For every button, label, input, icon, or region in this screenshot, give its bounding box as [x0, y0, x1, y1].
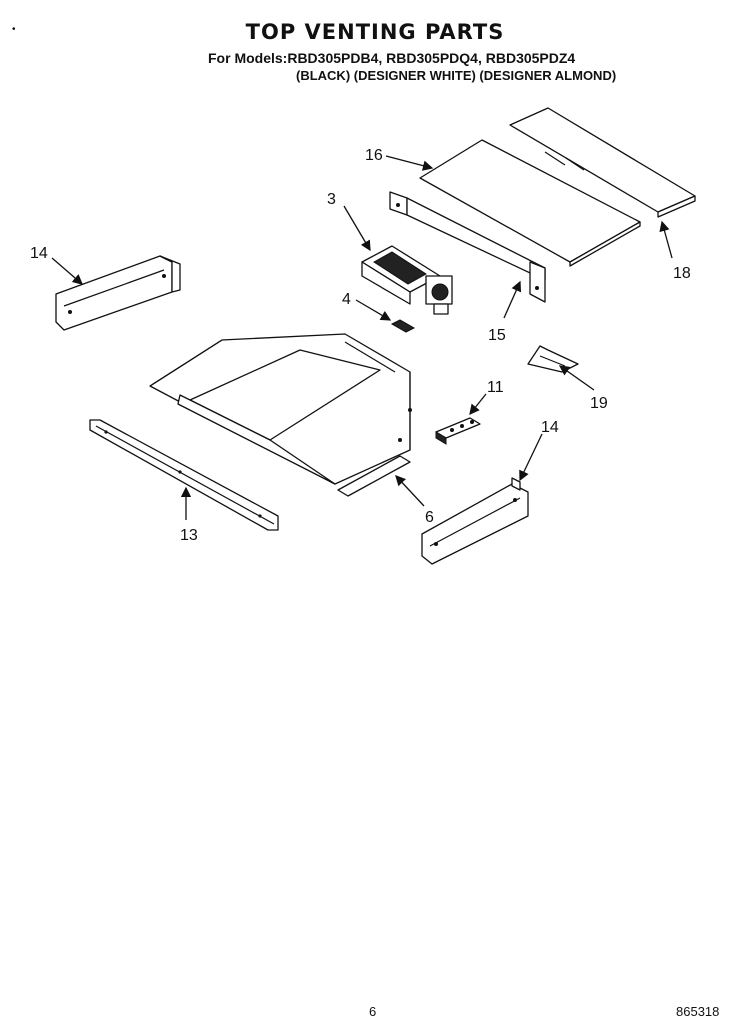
corner-mark: • — [12, 24, 16, 35]
callout-14-right: 14 — [541, 419, 559, 436]
part-4-fitting — [390, 319, 416, 333]
part-16-panel — [419, 139, 641, 267]
part-13-trim-rail — [89, 419, 279, 531]
document-code: 865318 — [676, 1004, 720, 1019]
callout-3: 3 — [327, 191, 336, 208]
callout-13: 13 — [180, 527, 198, 544]
callout-19: 19 — [590, 395, 608, 412]
leader-lines — [51, 155, 673, 520]
callout-11: 11 — [487, 379, 504, 396]
page-number: 6 — [369, 1004, 377, 1019]
part-15-channel — [389, 191, 546, 303]
part-3-blower-assembly — [361, 245, 453, 315]
colors-line: (BLACK) (DESIGNER WHITE) (DESIGNER ALMON… — [296, 68, 617, 83]
vent-hood-assembly — [149, 333, 412, 485]
callout-16: 16 — [365, 147, 383, 164]
callout-14-left: 14 — [30, 245, 48, 262]
part-14-right-bracket — [421, 477, 529, 565]
callout-15: 15 — [488, 327, 506, 344]
models-line: For Models:RBD305PDB4, RBD305PDQ4, RBD30… — [208, 50, 576, 66]
callout-4: 4 — [342, 291, 351, 308]
part-6-strip — [337, 455, 411, 497]
part-19-clip — [527, 345, 579, 373]
part-11-connector — [435, 417, 481, 445]
callout-18: 18 — [673, 265, 691, 282]
callout-6: 6 — [425, 509, 434, 526]
part-18-top-panel — [509, 107, 696, 218]
page-title: TOP VENTING PARTS — [245, 20, 505, 44]
part-14-left-bracket — [55, 255, 181, 331]
